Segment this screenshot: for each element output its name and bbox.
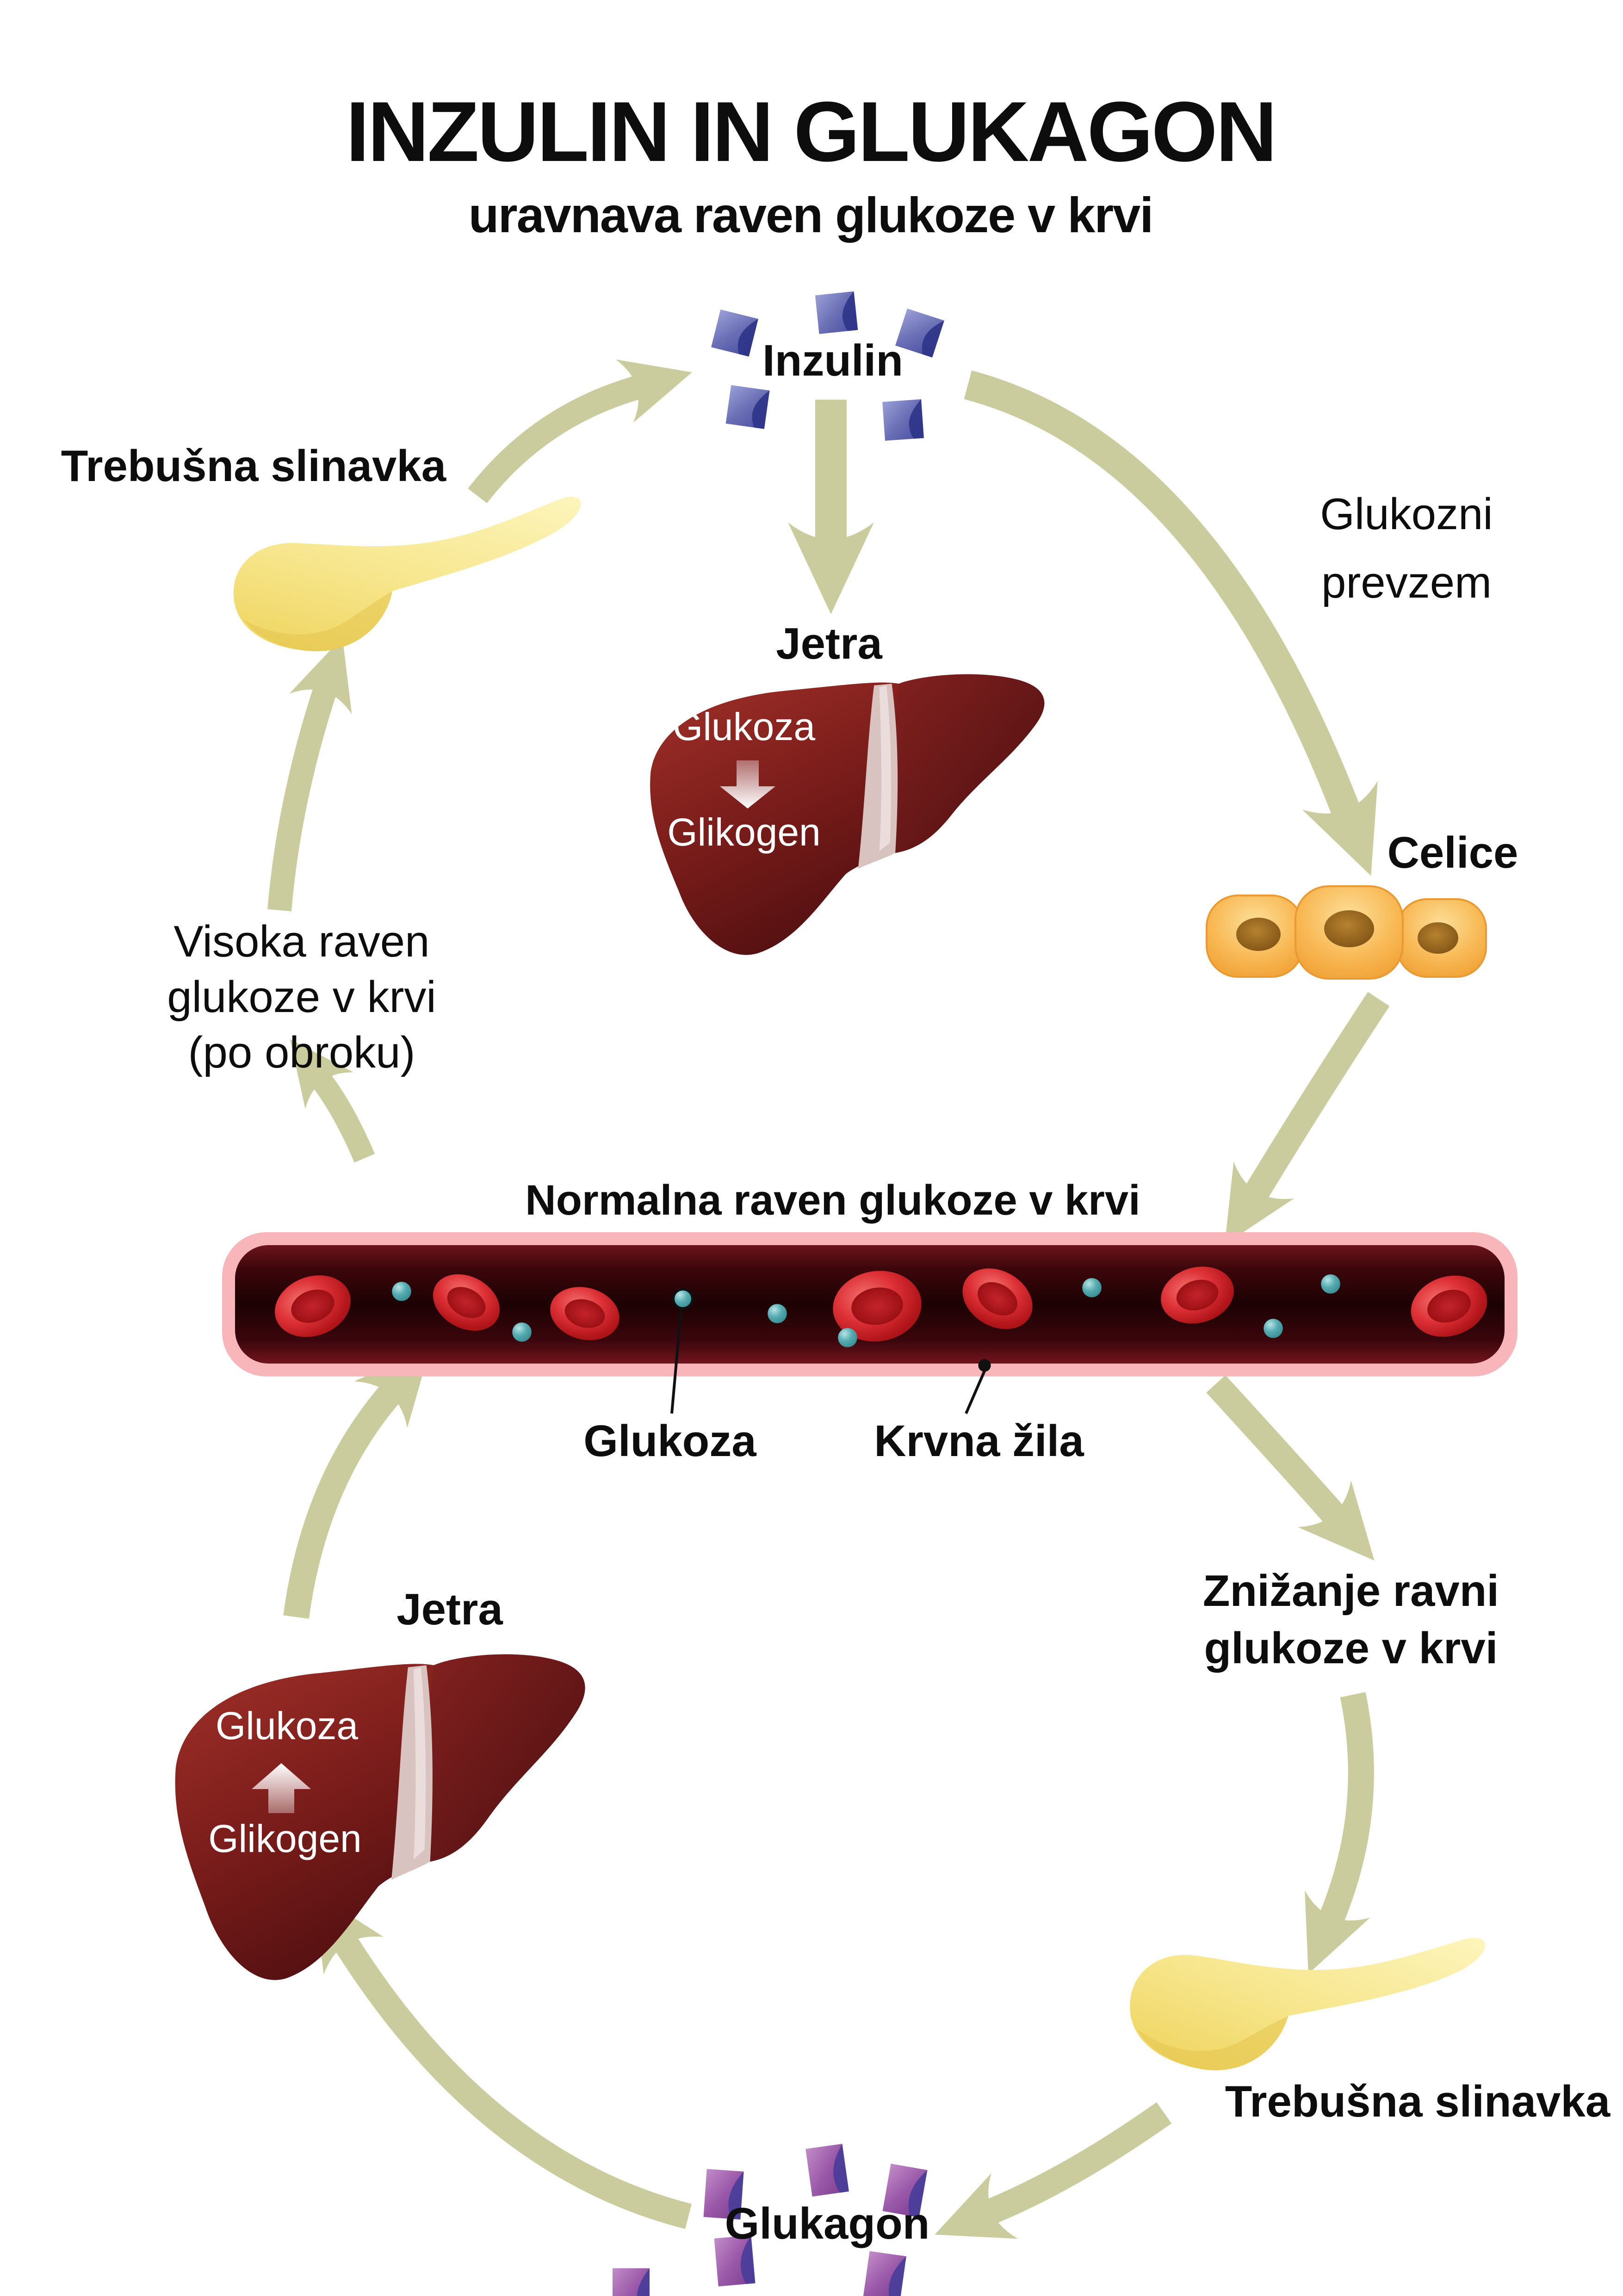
liver-top-label: Jetra	[776, 620, 882, 670]
red-blood-cells-icon	[275, 1266, 1487, 1342]
liver-bottom-glycogen-label: Glikogen	[208, 1819, 362, 1861]
liver-bottom-conversion-arrow-icon	[252, 1763, 311, 1813]
pancreas-bottom-icon	[1130, 1938, 1486, 2071]
arrow-glucagon-to-liver-icon	[313, 1892, 692, 2229]
blood-vessel-icon	[222, 1232, 1518, 1414]
glucose-dots-icon	[392, 1274, 1340, 1347]
liver-top-glucose-label: Glukoza	[672, 707, 816, 749]
page-subtitle: uravnava raven glukoze v krvi	[468, 188, 1154, 243]
cycle-arrows	[267, 359, 1390, 2239]
pancreas-top-label: Trebušna slinavka	[61, 442, 446, 492]
pancreas-top-icon	[233, 497, 581, 652]
liver-top-conversion-arrow-icon	[720, 760, 775, 809]
liver-bottom-icon	[175, 1654, 585, 1980]
arrow-insulin-to-cells-icon	[964, 370, 1378, 876]
liver-top-glycogen-label: Glikogen	[667, 812, 821, 855]
glucagon-particles-icon	[613, 2143, 928, 2296]
glucose-uptake-label: Glukozni prevzem	[1320, 490, 1493, 609]
arrow-lowlevel-to-pancreas-icon	[1305, 1692, 1374, 1974]
pancreas-bottom-label: Trebušna slinavka	[1225, 2078, 1611, 2128]
arrow-pancreas-to-insulin-icon	[468, 359, 692, 503]
vessel-callout-dot-icon	[978, 1359, 991, 1372]
arrow-highlevel-to-pancreas-icon	[267, 637, 352, 912]
arrow-cells-to-vessel-icon	[1225, 992, 1390, 1245]
cells-label: Celice	[1387, 829, 1518, 879]
vessel-callout-label: Krvna žila	[874, 1417, 1084, 1467]
callout-lines	[670, 1309, 986, 1414]
high-glucose-level-label: Visoka raven glukoze v krvi (po obroku)	[167, 918, 436, 1079]
page-title: INZULIN IN GLUKAGON	[346, 83, 1277, 179]
normal-level-heading: Normalna raven glukoze v krvi	[525, 1176, 1140, 1224]
arrow-pancreas-to-glucagon-icon	[935, 2102, 1172, 2239]
cells-icon	[1206, 885, 1487, 980]
liver-bottom-label: Jetra	[396, 1586, 503, 1636]
glucagon-label: Glukagon	[725, 2200, 930, 2250]
liver-bottom-glucose-label: Glukoza	[215, 1706, 359, 1748]
arrow-vessel-to-lowlevel-icon	[1206, 1375, 1375, 1561]
insulin-label: Inzulin	[762, 337, 903, 387]
glucose-callout-label: Glukoza	[583, 1417, 756, 1467]
liver-top-icon	[650, 674, 1045, 955]
arrow-vessel-to-highlevel-icon	[290, 1039, 375, 1163]
low-glucose-level-label: Znižanje ravni glukoze v krvi	[1202, 1567, 1499, 1674]
insulin-particles-icon	[711, 291, 944, 441]
arrow-liver-to-vessel-icon	[283, 1347, 431, 1619]
